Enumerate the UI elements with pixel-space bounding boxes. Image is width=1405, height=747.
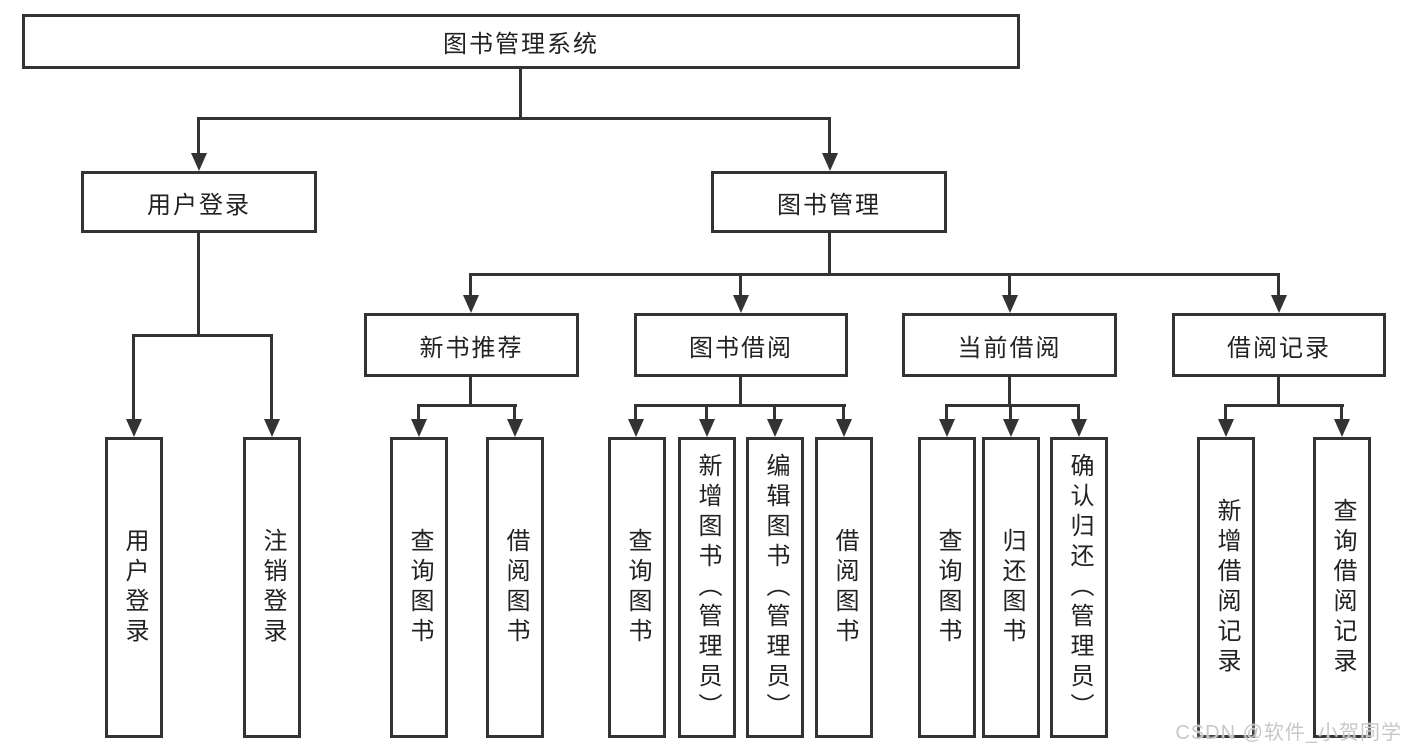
leaf-borrow-query-book: 查询图书: [608, 437, 666, 738]
leaf-label: 新增借阅记录: [1213, 497, 1240, 678]
connector-vline: [705, 404, 708, 421]
connector-hline: [469, 273, 1280, 276]
connector-vline: [197, 233, 200, 337]
node-root-library-management-system: 图书管理系统: [22, 14, 1020, 69]
leaf-record-add-borrow-record: 新增借阅记录: [1197, 437, 1255, 738]
arrowhead-down-icon: [191, 153, 207, 171]
node-new-book-recommend: 新书推荐: [364, 313, 579, 377]
connector-vline: [1008, 377, 1011, 406]
arrowhead-down-icon: [463, 295, 479, 313]
connector-vline: [945, 404, 948, 421]
leaf-label: 归还图书: [998, 527, 1025, 648]
leaf-record-query-borrow-record: 查询借阅记录: [1313, 437, 1371, 738]
leaf-newbook-borrow-book: 借阅图书: [486, 437, 544, 738]
leaf-label: 新增图书（管理员）: [694, 452, 721, 723]
connector-vline: [828, 233, 831, 276]
connector-hline: [198, 117, 831, 120]
connector-vline: [842, 404, 845, 421]
leaf-borrow-borrow-book: 借阅图书: [815, 437, 873, 738]
leaf-label: 借阅图书: [831, 527, 858, 648]
leaf-current-confirm-return-admin: 确认归还（管理员）: [1050, 437, 1108, 738]
arrowhead-down-icon: [1071, 419, 1087, 437]
leaf-label: 编辑图书（管理员）: [762, 452, 789, 723]
connector-vline: [828, 117, 831, 157]
node-user-login: 用户登录: [81, 171, 317, 233]
arrowhead-down-icon: [1002, 295, 1018, 313]
leaf-user-login: 用户登录: [105, 437, 163, 738]
connector-vline: [773, 404, 776, 421]
node-current-borrow: 当前借阅: [902, 313, 1117, 377]
leaf-borrow-edit-book-admin: 编辑图书（管理员）: [746, 437, 804, 738]
arrowhead-down-icon: [733, 295, 749, 313]
node-label: 当前借阅: [957, 334, 1062, 362]
arrowhead-down-icon: [939, 419, 955, 437]
leaf-label: 借阅图书: [502, 527, 529, 648]
connector-vline: [634, 404, 637, 421]
connector-vline: [1277, 377, 1280, 406]
connector-hline: [417, 404, 517, 407]
arrowhead-down-icon: [126, 419, 142, 437]
arrowhead-down-icon: [1003, 419, 1019, 437]
connector-vline: [1224, 404, 1227, 421]
connector-vline: [197, 117, 200, 157]
connector-vline: [270, 334, 273, 421]
node-label: 借阅记录: [1227, 334, 1331, 362]
arrowhead-down-icon: [836, 419, 852, 437]
connector-vline: [1008, 273, 1011, 299]
node-label: 新书推荐: [419, 334, 524, 362]
arrowhead-down-icon: [1334, 419, 1350, 437]
leaf-label: 查询图书: [934, 527, 961, 648]
connector-vline: [1277, 273, 1280, 299]
node-borrow-record: 借阅记录: [1172, 313, 1386, 377]
leaf-label: 查询图书: [624, 527, 651, 648]
leaf-label: 确认归还（管理员）: [1066, 452, 1093, 723]
connector-vline: [739, 377, 742, 406]
connector-vline: [1340, 404, 1343, 421]
node-label: 用户登录: [147, 191, 251, 219]
connector-hline: [634, 404, 846, 407]
connector-vline: [739, 273, 742, 299]
connector-vline: [132, 334, 135, 421]
leaf-label: 查询图书: [406, 527, 433, 648]
leaf-current-return-book: 归还图书: [982, 437, 1040, 738]
connector-hline: [1224, 404, 1344, 407]
node-label: 图书管理: [777, 191, 881, 219]
node-book-borrow: 图书借阅: [634, 313, 848, 377]
arrowhead-down-icon: [411, 419, 427, 437]
connector-vline: [519, 69, 522, 119]
arrowhead-down-icon: [1218, 419, 1234, 437]
leaf-newbook-query-book: 查询图书: [390, 437, 448, 738]
connector-hline: [132, 334, 273, 337]
connector-vline: [417, 404, 420, 421]
leaf-label: 查询借阅记录: [1329, 497, 1356, 678]
arrowhead-down-icon: [1271, 295, 1287, 313]
leaf-label: 注销登录: [259, 527, 286, 648]
leaf-label: 用户登录: [121, 527, 148, 648]
arrowhead-down-icon: [628, 419, 644, 437]
arrowhead-down-icon: [699, 419, 715, 437]
connector-vline: [469, 377, 472, 406]
node-book-management: 图书管理: [711, 171, 947, 233]
node-label: 图书借阅: [689, 334, 793, 362]
csdn-watermark: CSDN @软件_小贺同学: [1175, 722, 1402, 744]
connector-vline: [1009, 404, 1012, 421]
connector-vline: [469, 273, 472, 299]
connector-vline: [513, 404, 516, 421]
arrowhead-down-icon: [264, 419, 280, 437]
node-label: 图书管理系统: [443, 31, 599, 58]
leaf-logout-login: 注销登录: [243, 437, 301, 738]
leaf-current-query-book: 查询图书: [918, 437, 976, 738]
arrowhead-down-icon: [822, 153, 838, 171]
arrowhead-down-icon: [767, 419, 783, 437]
arrowhead-down-icon: [507, 419, 523, 437]
leaf-borrow-add-book-admin: 新增图书（管理员）: [678, 437, 736, 738]
connector-hline: [945, 404, 1080, 407]
connector-vline: [1077, 404, 1080, 421]
